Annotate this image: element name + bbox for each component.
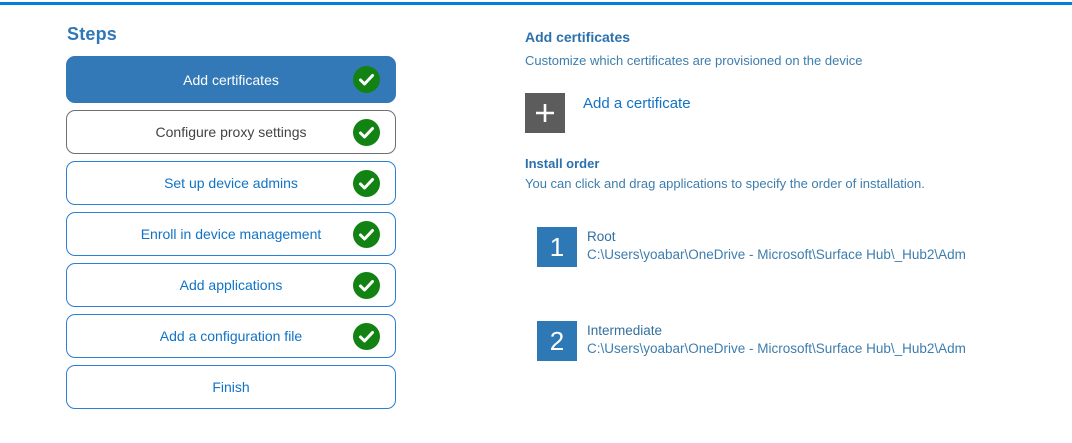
item-number-badge: 2 xyxy=(537,321,577,361)
step-label: Add certificates xyxy=(183,71,279,88)
item-text: Intermediate C:\Users\yoabar\OneDrive - … xyxy=(587,321,966,358)
step-add-a-configuration-file[interactable]: Add a configuration file xyxy=(66,314,396,358)
step-label: Add a configuration file xyxy=(159,328,303,344)
check-icon xyxy=(353,66,380,93)
step-set-up-device-admins[interactable]: Set up device admins xyxy=(66,161,396,205)
check-icon xyxy=(353,220,380,248)
step-label: Set up device admins xyxy=(164,175,298,191)
page-description: Customize which certificates are provisi… xyxy=(525,53,863,68)
steps-title: Steps xyxy=(67,24,118,44)
install-order-description: You can click and drag applications to s… xyxy=(525,176,925,191)
step-label: Finish xyxy=(212,379,250,395)
content-panel: Add certificates Customize which certifi… xyxy=(525,24,1070,361)
item-name: Root xyxy=(587,229,616,244)
step-add-applications[interactable]: Add applications xyxy=(66,263,396,307)
top-accent-line xyxy=(0,2,1072,5)
step-label: Enroll in device management xyxy=(140,226,322,242)
add-certificate-label: Add a certificate xyxy=(583,95,691,112)
item-number-badge: 1 xyxy=(537,227,577,267)
step-configure-proxy-settings[interactable]: Configure proxy settings xyxy=(66,110,396,154)
check-icon xyxy=(353,169,380,197)
steps-panel: Steps Add certificates Configure proxy s… xyxy=(66,24,396,416)
check-icon xyxy=(353,322,380,350)
install-order-item[interactable]: 1 Root C:\Users\yoabar\OneDrive - Micros… xyxy=(537,227,1070,267)
plus-icon xyxy=(525,93,565,133)
step-label: Add applications xyxy=(179,277,283,293)
check-icon xyxy=(353,271,380,299)
step-enroll-in-device-management[interactable]: Enroll in device management xyxy=(66,212,396,256)
item-path: C:\Users\yoabar\OneDrive - Microsoft\Sur… xyxy=(587,341,966,356)
item-name: Intermediate xyxy=(587,323,663,338)
step-finish[interactable]: Finish xyxy=(66,365,396,409)
add-certificate-button[interactable]: Add a certificate xyxy=(525,93,755,133)
page-title: Add certificates xyxy=(525,29,631,45)
check-icon xyxy=(353,118,380,146)
step-add-certificates[interactable]: Add certificates xyxy=(66,56,396,103)
item-path: C:\Users\yoabar\OneDrive - Microsoft\Sur… xyxy=(587,247,966,262)
item-text: Root C:\Users\yoabar\OneDrive - Microsof… xyxy=(587,227,966,264)
install-order-item[interactable]: 2 Intermediate C:\Users\yoabar\OneDrive … xyxy=(537,321,1070,361)
install-order-heading: Install order xyxy=(525,156,600,171)
step-label: Configure proxy settings xyxy=(155,124,307,140)
